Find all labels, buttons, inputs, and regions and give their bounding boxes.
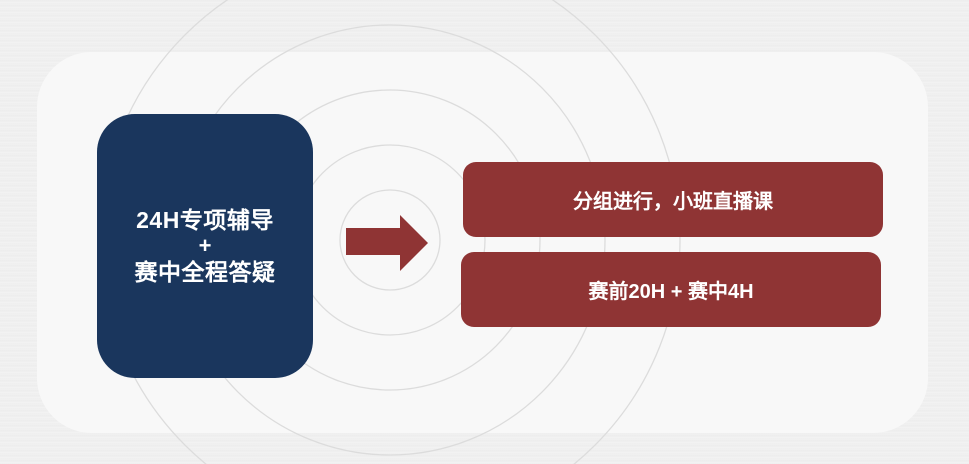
- detail-label: 赛前20H + 赛中4H: [588, 281, 754, 303]
- support-line-2: 赛中全程答疑: [134, 259, 276, 285]
- detail-box-group-classes: 分组进行，小班直播课: [463, 162, 883, 237]
- support-line-1: 24H专项辅导: [136, 207, 274, 233]
- detail-box-hours: 赛前20H + 赛中4H: [461, 252, 881, 327]
- arrow-right-icon: [346, 215, 428, 271]
- support-summary-box: 24H专项辅导 + 赛中全程答疑: [97, 114, 313, 378]
- detail-label: 分组进行，小班直播课: [573, 191, 773, 213]
- plus-sign: +: [198, 233, 212, 258]
